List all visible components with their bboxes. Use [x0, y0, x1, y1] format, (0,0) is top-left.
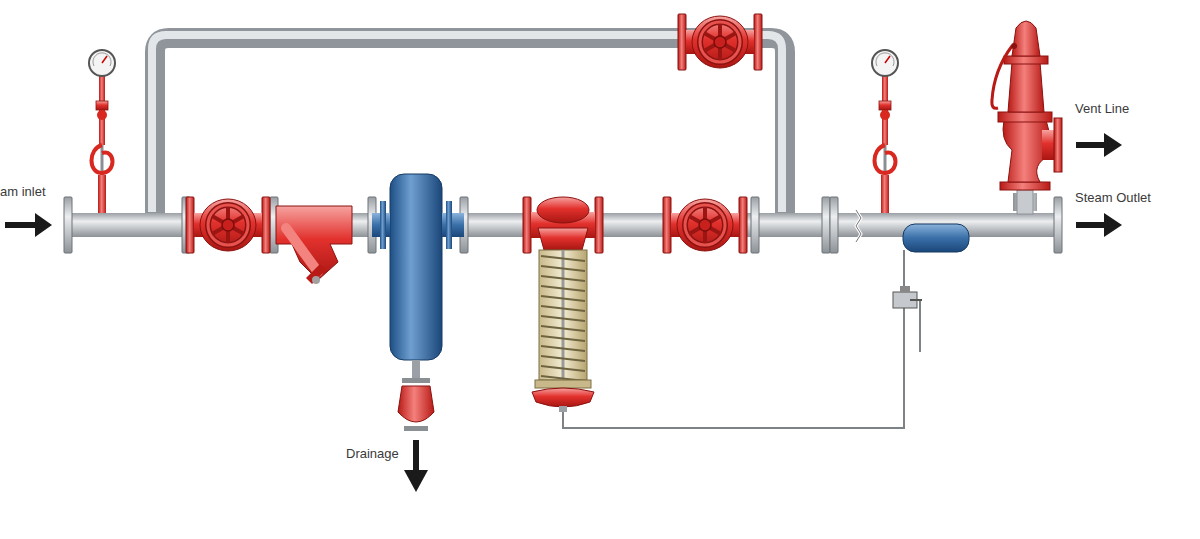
spring-coil — [541, 296, 585, 301]
isolation-valve — [663, 197, 747, 253]
spring-coil — [541, 276, 585, 281]
spring-coil — [541, 286, 585, 291]
y-strainer — [276, 206, 352, 284]
spring-coil — [541, 336, 585, 341]
spring-coil — [541, 316, 585, 321]
spring-coil — [541, 356, 585, 361]
steam-separator — [372, 174, 464, 431]
pressure-gauge — [872, 50, 898, 213]
bypass-pipe — [152, 35, 785, 215]
flow-label: Vent Line — [1075, 101, 1129, 117]
pressure-reducing-valve — [523, 197, 603, 412]
pressure-gauge — [89, 50, 115, 213]
spring-coil — [541, 346, 585, 351]
isolation-valve — [186, 197, 270, 253]
flow-label: am inlet — [0, 184, 46, 200]
spring-coil — [541, 256, 585, 261]
spring-coil — [541, 266, 585, 271]
flow-label: Steam Outlet — [1075, 190, 1151, 206]
bypass-valve — [678, 14, 762, 70]
spring-coil — [541, 366, 585, 371]
spring-coil — [541, 326, 585, 331]
spring-coil — [541, 306, 585, 311]
pipe-flanges — [64, 197, 1062, 253]
flow-arrows — [5, 133, 1122, 492]
sensing-line — [563, 224, 969, 428]
safety-valve — [992, 21, 1062, 214]
flow-label: Drainage — [346, 446, 399, 462]
